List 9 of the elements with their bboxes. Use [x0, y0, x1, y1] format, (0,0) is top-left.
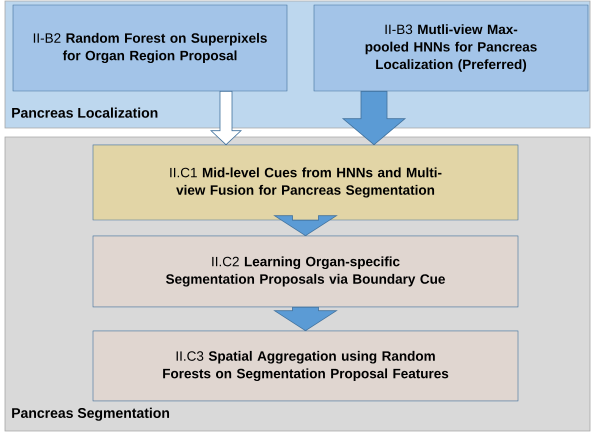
- block-arrow: [273, 306, 338, 332]
- block-arrow: [273, 215, 338, 236]
- process-box: II.C2 Learning Organ-specific Segmentation Proposals via Boundary Cue: [92, 236, 518, 308]
- process-box: II-B2 Random Forest on Superpixels for Organ Region Proposal: [12, 4, 288, 92]
- process-box: II-B3 Mutli-view Max-pooled HNNs for Pancreas Localization (Preferred): [314, 4, 588, 92]
- process-box: II.C3 Spatial Aggregation using Random Forests on Segmentation Proposal Features: [92, 330, 518, 402]
- block-arrow: [210, 90, 242, 146]
- process-box: II.C1 Mid-level Cues from HNNs and Multi-view Fusion for Pancreas Segmentation: [92, 144, 518, 220]
- block-arrow: [342, 90, 406, 146]
